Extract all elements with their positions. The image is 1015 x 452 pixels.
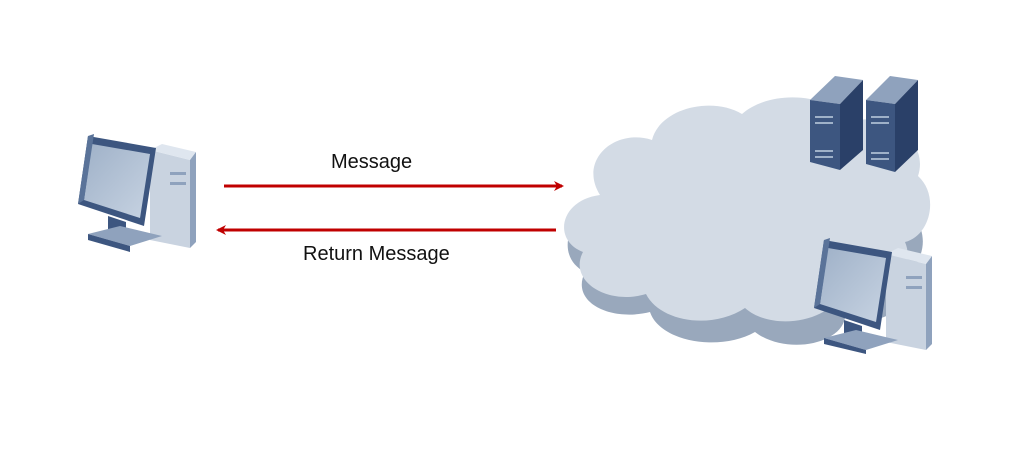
desktop-computer-icon xyxy=(814,238,932,354)
server-tower-icon xyxy=(810,76,918,172)
message-label: Message xyxy=(331,151,413,173)
desktop-computer-icon xyxy=(78,134,196,252)
return-message-label: Return Message xyxy=(303,243,450,265)
